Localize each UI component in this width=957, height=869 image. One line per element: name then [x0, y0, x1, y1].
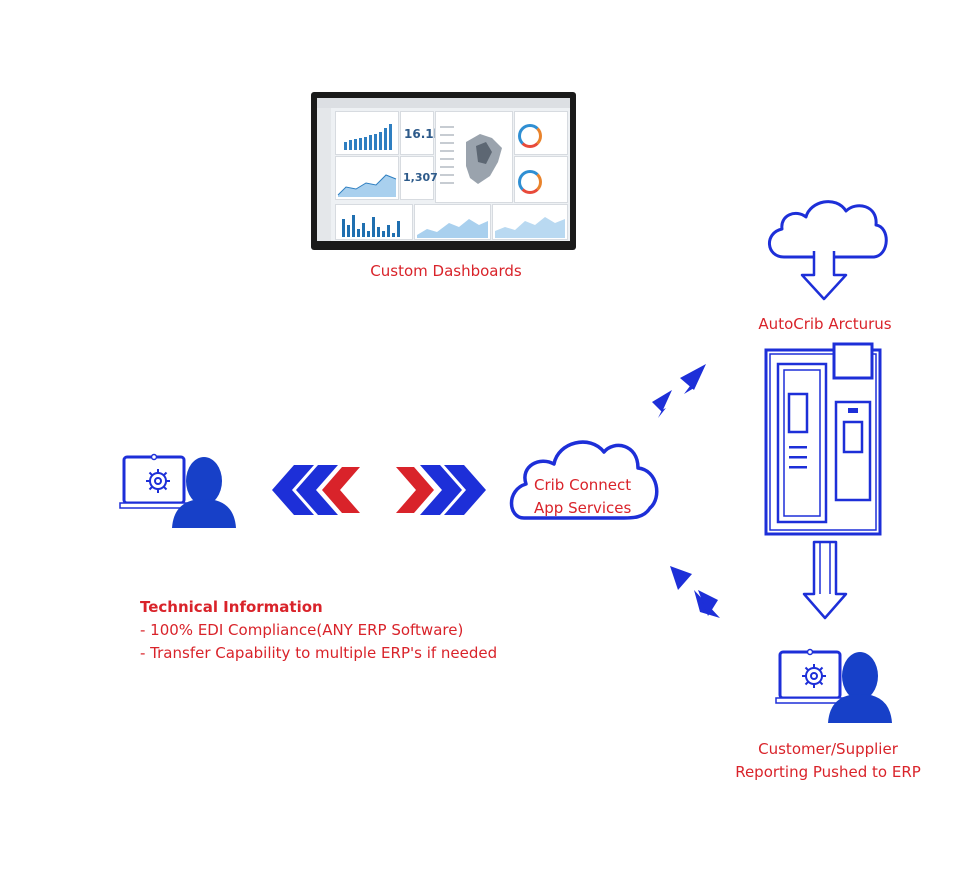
technical-info: Technical Information - 100% EDI Complia…: [140, 596, 497, 665]
bar-thumbnail: [342, 215, 400, 237]
cloud-label-line1: Crib Connect: [534, 476, 632, 494]
technical-info-item: - Transfer Capability to multiple ERP's …: [140, 644, 498, 662]
crib-connect-cloud-icon: [509, 440, 659, 520]
down-arrow-icon: [802, 540, 848, 620]
dashboard-screen: 16.1k 1,307: [317, 98, 570, 241]
dashboard-panel-area2: [414, 204, 491, 240]
dashboard-panel-donut1: [514, 111, 568, 155]
dashboard-panel-stat1: 16.1k: [400, 111, 442, 155]
donut-chart-icon: [518, 124, 542, 148]
dashboard-panel-stat2: 1,307: [400, 156, 438, 200]
down-right-arrows-icon: [670, 566, 720, 618]
cloud-download-icon: [768, 200, 888, 301]
customer-label-line2: Reporting Pushed to ERP: [735, 763, 921, 781]
bidirectional-chevrons-icon: [272, 465, 486, 515]
cloud-label-line2: App Services: [534, 499, 632, 517]
autocrib-machine-icon: [764, 342, 882, 536]
dashboard-sidebar: [317, 108, 331, 241]
dashboard-stat-secondary: 1,307: [403, 171, 438, 184]
user-laptop-icon: [775, 648, 892, 723]
area-thumbnail: [337, 174, 397, 197]
dashboard-panel-area3: [492, 204, 568, 240]
area-thumbnail: [417, 219, 488, 238]
dashboard-label: Custom Dashboards: [370, 262, 522, 280]
dashboard-panel-donut2: [514, 156, 568, 203]
dashboard-topbar: [317, 98, 570, 108]
up-right-arrows-icon: [652, 364, 706, 418]
technical-info-title: Technical Information: [140, 598, 323, 616]
bar-thumbnail: [344, 124, 392, 150]
technical-info-item: - 100% EDI Compliance(ANY ERP Software): [140, 621, 464, 639]
map-thumbnail: [440, 126, 502, 184]
dashboard-panel-area: [335, 156, 399, 200]
dashboard-panel-bars2: [335, 204, 413, 240]
dashboard-stat-primary: 16.1k: [404, 127, 442, 141]
donut-chart-icon: [518, 170, 542, 194]
user-laptop-icon: [119, 453, 236, 528]
dashboard-panel-bar: [335, 111, 399, 155]
customer-label-line1: Customer/Supplier: [758, 740, 898, 758]
dashboard-monitor: 16.1k 1,307: [311, 92, 576, 250]
area-thumbnail: [495, 217, 565, 238]
dashboard-panel-map: [435, 111, 513, 203]
autocrib-label: AutoCrib Arcturus: [758, 315, 892, 333]
